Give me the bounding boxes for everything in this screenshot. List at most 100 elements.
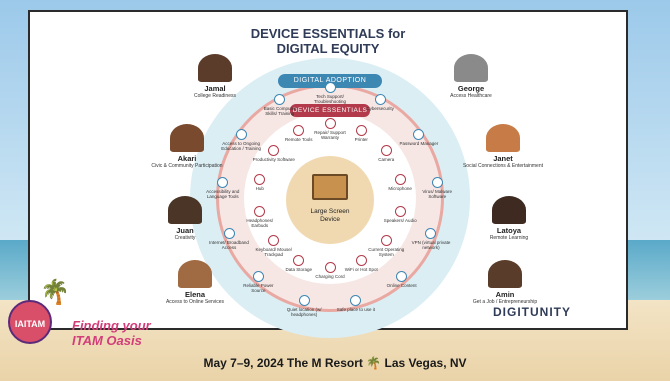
ring-item: Tech Support/ Troubleshooting: [308, 82, 352, 104]
ring-item-label: Headphones/ Earbuds: [246, 218, 274, 229]
person-role: Access Healthcare: [450, 93, 492, 99]
event-footer: May 7–9, 2024 The M Resort 🌴 Las Vegas, …: [203, 356, 467, 370]
ring-item: Data Storage: [277, 254, 321, 272]
ring-item-icon: [274, 94, 286, 106]
ring-item-label: Internet/ Broadband Access: [209, 240, 249, 251]
ring-item-icon: [380, 234, 392, 246]
person-role: Creativity: [174, 235, 196, 241]
ring-item: Access to Ongoing Education / Training: [219, 128, 263, 151]
ring-item: Repair/ Support Warranty: [308, 118, 352, 140]
person-illustration: [454, 54, 488, 82]
person-illustration: [198, 54, 232, 82]
ring-item-label: Repair/ Support Warranty: [314, 130, 346, 140]
laptop-icon: [312, 174, 348, 200]
ring-item-icon: [324, 262, 336, 273]
person-role: Social Connections & Entertainment: [462, 163, 544, 169]
ring-item-icon: [431, 176, 443, 188]
ring-item-icon: [380, 145, 392, 157]
ring-item: Virus/ Malware Software: [415, 176, 459, 199]
ring-item-label: Quiet location (w/ headphones): [286, 306, 322, 317]
device-essentials-ribbon: DEVICE ESSENTIALS: [290, 104, 370, 117]
ring-item-icon: [350, 294, 362, 306]
oasis-line-2: ITAM Oasis: [72, 333, 142, 348]
person-illustration: [488, 260, 522, 288]
ring-item: Charging Cord: [308, 262, 352, 279]
ring-item: Safe place to use it: [334, 294, 378, 312]
ring-item: Current Operating System: [364, 234, 408, 257]
person-role: Civic & Community Participation: [151, 163, 223, 169]
ring-item: Hub: [238, 173, 282, 191]
digitunity-logo: DIGITUNITY: [493, 305, 571, 319]
ring-item-label: Accessibility and Language Tools: [206, 188, 240, 199]
infographic-slide: DEVICE ESSENTIALS for DIGITAL EQUITY Lar…: [28, 10, 628, 338]
title-line-1: DEVICE ESSENTIALS for: [250, 26, 406, 41]
ring-item-label: Data Storage: [285, 266, 313, 272]
person-name: Amin: [495, 290, 515, 299]
ring-item: Internet/ Broadband Access: [207, 228, 251, 250]
ring-item: Password Manager: [397, 128, 441, 146]
ring-item-icon: [355, 254, 367, 266]
digital-adoption-ribbon: DIGITAL ADOPTION: [278, 74, 382, 88]
ring-item-icon: [268, 145, 280, 157]
ring-item-icon: [254, 173, 266, 185]
ring-item-label: Remote Tools: [285, 137, 313, 143]
ring-item-icon: [413, 128, 425, 140]
ring-item: Reliable Power Source: [236, 270, 280, 293]
ring-item-icon: [254, 206, 266, 218]
person-name: Akari: [177, 154, 197, 163]
ring-item-label: Password Manager: [399, 140, 439, 146]
person-illustration: [492, 196, 526, 224]
ring-item-label: Microphone: [388, 185, 412, 191]
ring-item-label: VPN (virtual private network): [411, 240, 451, 251]
ring-item: Headphones/ Earbuds: [238, 206, 282, 228]
ring-item-icon: [252, 270, 264, 282]
ring-item-icon: [394, 206, 406, 218]
ring-item-icon: [355, 125, 367, 137]
ring-item: Microphone: [378, 173, 422, 191]
ring-item: WiFi or Hot Spot: [339, 254, 383, 272]
ring-item-label: Keyboard/ Mouse/ Trackpad: [255, 246, 292, 257]
ring-item: Printer: [339, 125, 383, 142]
ring-item: Accessibility and Language Tools: [201, 176, 245, 199]
oasis-line-1: Finding your: [72, 318, 151, 333]
ring-item: Online Content: [380, 270, 424, 288]
ring-item: Basic Computer Skills/ Training: [258, 94, 302, 116]
ring-item-label: Reliable Power Source: [243, 282, 274, 293]
ring-item-label: Access to Ongoing Education / Training: [221, 140, 261, 151]
ring-item-label: Speakers/ Audio: [383, 218, 417, 224]
person-illustration: [170, 124, 204, 152]
ring-item-label: Hub: [255, 185, 264, 191]
person-name: Jamal: [204, 84, 226, 93]
ring-item-label: Current Operating System: [368, 246, 405, 257]
ring-item-icon: [394, 173, 406, 185]
core-label-line-2: Device: [320, 216, 340, 223]
ring-item-label: Camera: [378, 157, 395, 163]
ring-item-label: Tech Support/ Troubleshooting: [313, 94, 347, 104]
ring-item-icon: [396, 270, 408, 282]
core-circle: [286, 156, 374, 244]
ring-item-icon: [374, 94, 386, 106]
person-name: Janet: [493, 154, 513, 163]
person-role: Remote Learning: [489, 235, 529, 241]
ring-item: Cybersecurity: [358, 94, 402, 111]
ring-item-label: Charging Cord: [315, 274, 345, 279]
ring-item: Speakers/ Audio: [378, 206, 422, 223]
infographic-title: DEVICE ESSENTIALS for DIGITAL EQUITY: [30, 26, 626, 56]
ring-item-label: Cybersecurity: [366, 106, 394, 112]
ring-item: Camera: [364, 145, 408, 162]
ring-item-icon: [217, 176, 229, 188]
person-name: George: [457, 84, 485, 93]
ring-item: VPN (virtual private network): [409, 228, 453, 250]
ring-item-label: Basic Computer Skills/ Training: [263, 106, 296, 117]
ring-item: Quiet location (w/ headphones): [282, 294, 326, 317]
ring-item-icon: [293, 125, 305, 137]
ring-item-icon: [324, 82, 336, 93]
ring-item-icon: [293, 254, 305, 266]
person-illustration: [178, 260, 212, 288]
